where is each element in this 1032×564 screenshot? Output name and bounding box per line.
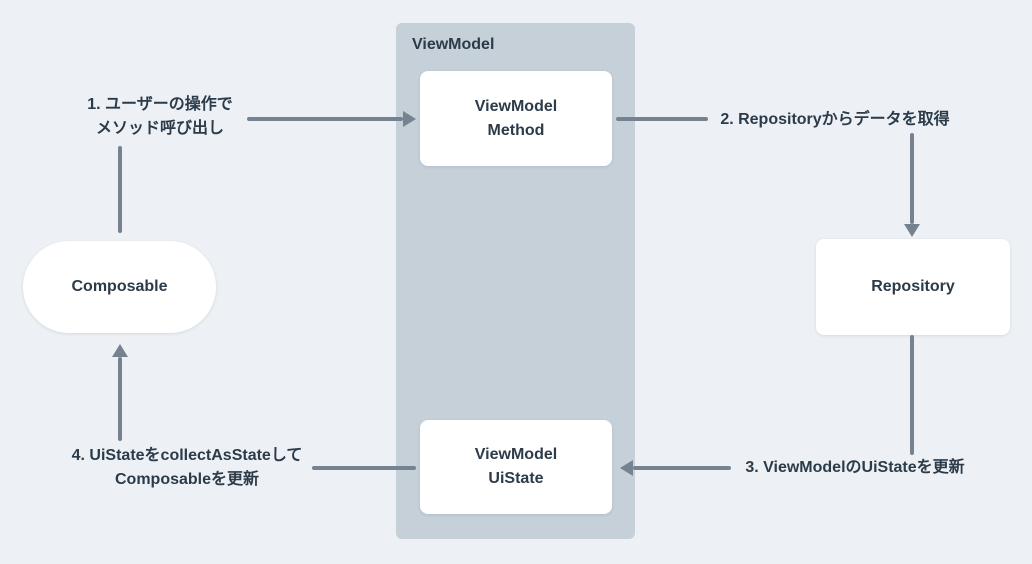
- edge-2-arrowhead-down-icon: [904, 224, 920, 237]
- viewmodel-group-label: ViewModel: [412, 36, 495, 53]
- edge-2-line-vertical: [910, 133, 914, 224]
- edge-2-line-horizontal: [616, 117, 708, 121]
- edge-1-label: 1. ユーザーの操作で メソッド呼び出し: [87, 96, 233, 137]
- edge-1-arrowhead-right-icon: [403, 111, 416, 127]
- edge-4-line-horizontal: [312, 466, 416, 470]
- edge-3-arrowhead-left-icon: [620, 460, 633, 476]
- edge-3-line-vertical: [910, 335, 914, 455]
- node-repository: Repository: [816, 239, 1010, 335]
- edge-4-line-vertical: [118, 357, 122, 441]
- node-viewmodel-method: ViewModel Method: [420, 71, 612, 166]
- edge-4-arrowhead-up-icon: [112, 344, 128, 357]
- edge-1-line-horizontal: [247, 117, 403, 121]
- edge-1-line-vertical: [118, 146, 122, 233]
- edge-3-line-horizontal: [633, 466, 731, 470]
- node-composable: Composable: [23, 241, 216, 333]
- node-viewmodel-uistate: ViewModel UiState: [420, 420, 612, 514]
- edge-4-label: 4. UiStateをcollectAsStateして Composableを更…: [71, 447, 303, 488]
- edge-2-label: 2. Repositoryからデータを取得: [720, 111, 950, 128]
- edge-3-label: 3. ViewModelのUiStateを更新: [745, 459, 965, 476]
